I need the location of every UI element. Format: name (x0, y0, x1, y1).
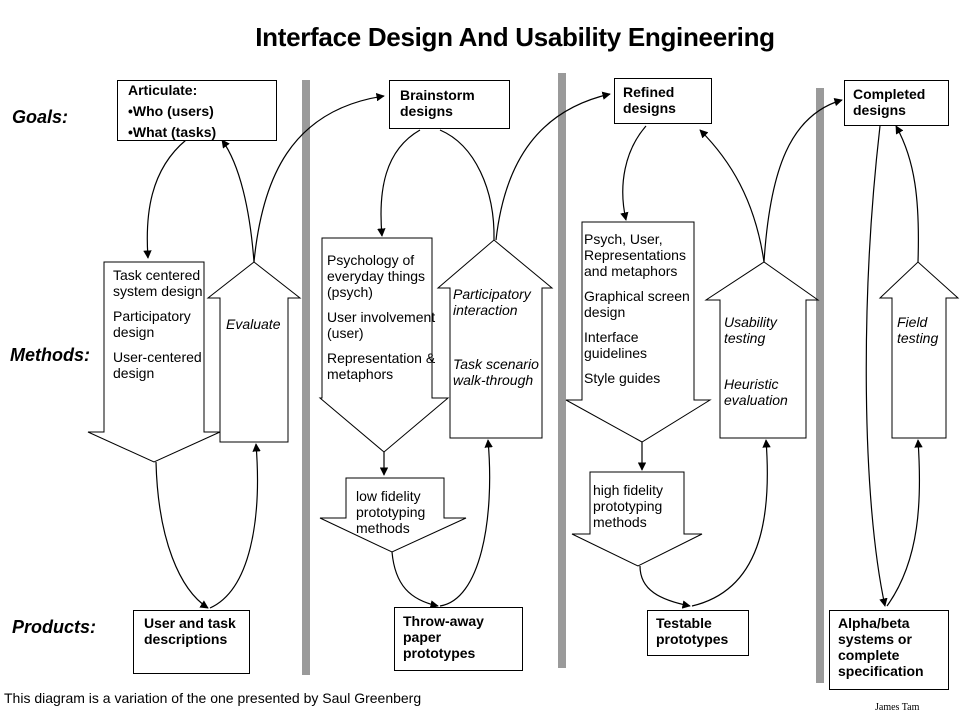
down-arrow-design-methods-3 (565, 221, 712, 443)
method-item: Interface guidelines (584, 329, 648, 361)
product-box-paper-prototypes: Throw-away paper prototypes (394, 607, 523, 671)
separator-1 (302, 80, 310, 675)
method-item: Style guides (584, 370, 661, 386)
high-fidelity-arrow (571, 471, 703, 567)
product-box-alpha-beta: Alpha/beta systems or complete specifica… (829, 610, 949, 690)
method-item: Psychology of everyday things (psych) (327, 252, 426, 300)
method-item: Representation & metaphors (327, 350, 436, 382)
curve-participatory-to-brainstorm (439, 129, 495, 241)
curve-evaluate-to-brainstorm (253, 92, 385, 263)
goal-box-articulate: Articulate: •Who (users) •What (tasks) (117, 80, 277, 141)
methods-text-usability: Usability testing Heuristic evaluation (724, 314, 806, 417)
goal-box-completed: Completed designs (844, 80, 949, 126)
separator-3 (816, 88, 824, 683)
curve-product3-to-usability (691, 439, 771, 607)
method-item: Psych, User, Representations and metapho… (584, 231, 686, 279)
curve-usability-to-completed (763, 98, 843, 263)
row-label-methods: Methods: (10, 345, 90, 365)
footer-attribution: This diagram is a variation of the one p… (4, 690, 422, 706)
up-arrow-evaluate (206, 261, 302, 443)
curve-brainstorm-to-methods (377, 129, 421, 237)
row-label-goals: Goals: (12, 107, 69, 127)
curve-lowfi-to-product2 (391, 551, 439, 609)
product-box-testable-prototypes: Testable prototypes (647, 610, 749, 656)
hifi-text: high fidelity prototyping methods (593, 482, 664, 530)
curve-completed-to-product4 (865, 125, 888, 607)
goal-box-refined: Refined designs (614, 78, 712, 124)
curve-usability-to-refined (699, 129, 765, 263)
methods-text-col2: Psychology of everyday things (psych) Us… (327, 252, 437, 391)
method-item: Participatory interaction (453, 286, 531, 318)
curve-participatory-to-refined (495, 91, 611, 241)
up-arrow-field-testing (878, 261, 960, 439)
methods-text-col3: Psych, User, Representations and metapho… (584, 231, 702, 395)
up-arrow-usability (704, 261, 820, 439)
method-item: Task scenario walk-through (453, 356, 539, 388)
method-item: User-centered design (113, 349, 202, 381)
curve-refined-to-methods (620, 125, 647, 221)
low-fidelity-arrow (319, 477, 467, 553)
separator-2 (558, 73, 566, 668)
curve-hifi-to-product3 (639, 565, 691, 609)
method-evaluate: Evaluate (226, 316, 281, 332)
method-item: User involvement (user) (327, 309, 436, 341)
goal-articulate-bullet: •What (tasks) (128, 124, 217, 140)
goal-articulate-list: •Who (users) •What (tasks) (128, 103, 268, 140)
methods-text-col1: Task centered system design Participator… (113, 267, 205, 390)
diagram-title: Interface Design And Usability Engineeri… (255, 22, 775, 52)
method-item: Heuristic evaluation (724, 376, 788, 408)
method-item: Task centered system design (113, 267, 203, 299)
down-arrow-design-methods-1 (87, 261, 221, 463)
curve-methods-to-product1 (155, 461, 209, 609)
curve-goal1-to-methods (143, 139, 187, 259)
up-arrow-participatory (436, 239, 554, 439)
author-credit: James Tam (875, 702, 920, 713)
product-box-descriptions: User and task descriptions (133, 610, 250, 674)
curve-product2-to-participatory (439, 439, 493, 607)
method-field-testing: Field testing (897, 314, 939, 346)
down-arrow-design-methods-2 (318, 237, 450, 453)
lowfi-text: low fidelity prototyping methods (356, 488, 426, 536)
curve-evaluate-to-goal1 (221, 139, 255, 263)
product-alpha-beta-text: Alpha/beta systems or complete specifica… (838, 615, 924, 679)
goal-box-brainstorm: Brainstorm designs (389, 80, 510, 129)
method-item: Graphical screen design (584, 288, 690, 320)
row-label-products: Products: (12, 617, 97, 637)
goal-articulate-bullet: •Who (users) (128, 103, 214, 119)
method-item: Participatory design (113, 308, 191, 340)
goal-articulate-heading: Articulate: (128, 82, 198, 98)
methods-text-participatory: Participatory interaction Task scenario … (453, 286, 541, 397)
curve-field-to-completed (895, 125, 919, 263)
curve-product4-to-field (886, 439, 923, 607)
method-item: Usability testing (724, 314, 777, 346)
curve-product1-to-evaluate (209, 443, 261, 609)
